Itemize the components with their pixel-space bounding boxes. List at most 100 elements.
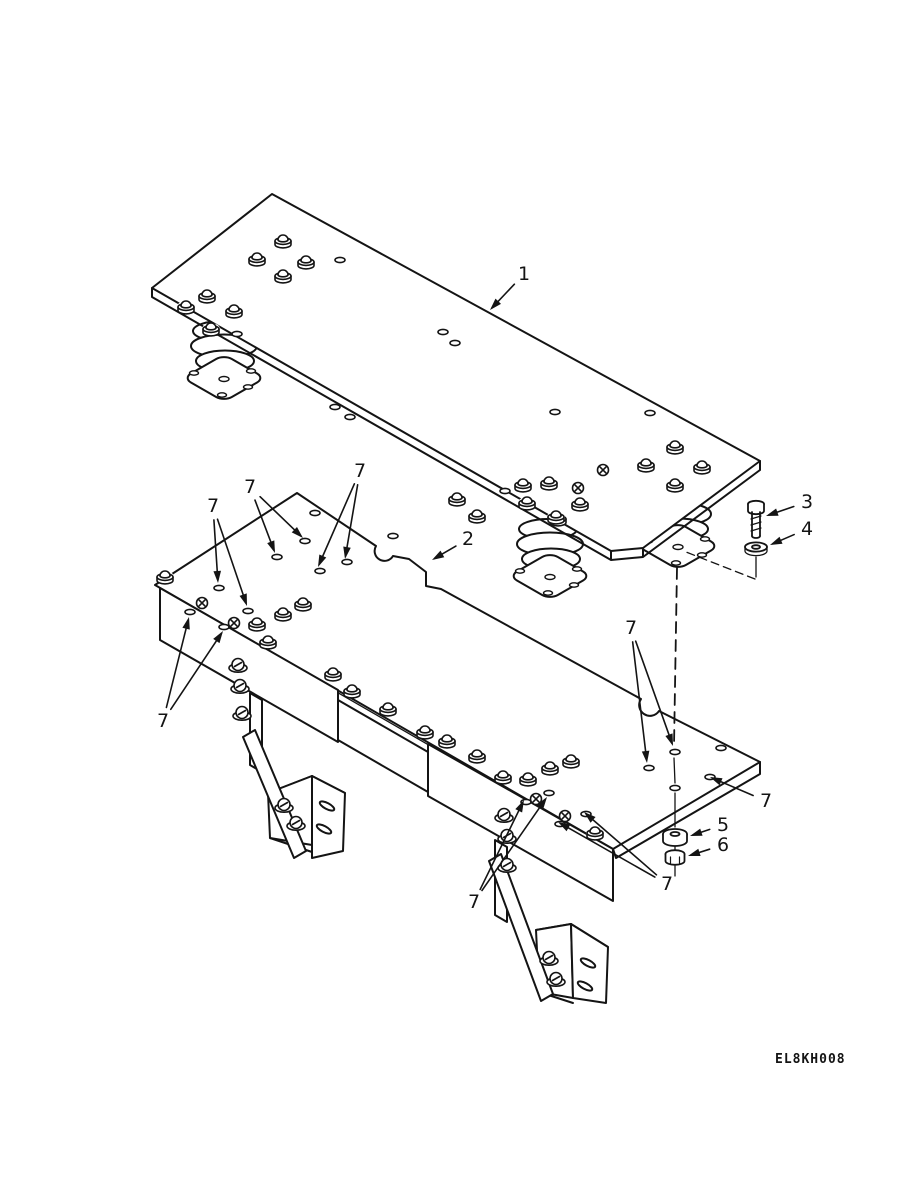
plate-hole <box>213 584 225 592</box>
callout-label: 7 <box>760 790 772 812</box>
cap-nut <box>323 667 343 682</box>
cap-nut <box>155 570 175 585</box>
plate-hole <box>549 408 561 416</box>
callout-label: 3 <box>801 491 813 513</box>
bolt-item-3 <box>747 499 765 539</box>
callout-label: 7 <box>244 476 256 498</box>
leader-line <box>318 483 356 566</box>
cap-nut <box>513 478 533 493</box>
plate-hole <box>643 764 655 772</box>
plate-hole <box>715 744 727 752</box>
leader-arrowhead <box>343 546 351 559</box>
leader-line <box>479 801 524 891</box>
leader-line <box>585 813 658 876</box>
cap-nut <box>378 702 398 717</box>
lower-plate-assembly <box>154 492 761 1004</box>
plate-hole <box>449 339 461 347</box>
cap-nut <box>467 509 487 524</box>
top-plate-thickness <box>151 287 761 561</box>
cap-nut <box>570 497 590 512</box>
callout-label: 7 <box>157 710 169 732</box>
leader-line <box>631 641 648 761</box>
leader-arrowhead <box>665 733 673 746</box>
plate-hole <box>437 328 449 336</box>
cap-nut <box>665 478 685 493</box>
plate-hole <box>184 608 196 616</box>
cap-nut <box>518 772 538 787</box>
leader-line <box>344 484 359 557</box>
callout-label: 6 <box>717 834 729 856</box>
phillips-screw <box>195 596 209 610</box>
plate-hole <box>543 789 555 797</box>
cap-nut <box>201 322 221 337</box>
leader-line <box>259 495 302 537</box>
cap-nut <box>273 234 293 249</box>
plate-hole <box>499 487 511 495</box>
cap-nut <box>342 684 362 699</box>
leader-arrowhead <box>584 812 596 823</box>
leader-line <box>634 640 673 744</box>
leader-arrowhead <box>432 550 445 560</box>
leader-arrowhead <box>710 777 723 786</box>
cap-nut <box>665 440 685 455</box>
nut-item-6 <box>664 849 686 866</box>
loose-hardware <box>662 499 768 877</box>
plate-hole <box>669 748 681 756</box>
cap-nut <box>467 749 487 764</box>
leader-arrowhead <box>770 536 783 545</box>
plate-hole <box>669 784 681 792</box>
cap-nut <box>493 770 513 785</box>
plate-hole <box>309 509 321 517</box>
leader-arrowhead <box>766 508 779 516</box>
front-wall-left <box>159 587 339 743</box>
cap-nut <box>585 826 605 841</box>
plate-hole <box>329 403 341 411</box>
plate-hole <box>341 558 353 566</box>
leader-arrowhead <box>515 800 524 813</box>
leader-line <box>165 619 190 709</box>
leader-arrowhead <box>213 631 223 644</box>
leader-line <box>169 632 223 711</box>
plate-hole <box>299 537 311 545</box>
plate-hole <box>644 409 656 417</box>
callout-label: 7 <box>661 873 673 895</box>
cap-nut <box>176 300 196 315</box>
leader-arrowhead <box>213 570 222 583</box>
cap-nut <box>447 492 467 507</box>
leader-line <box>481 798 547 892</box>
cap-nut <box>197 289 217 304</box>
cap-nut <box>296 255 316 270</box>
cap-nut <box>224 304 244 319</box>
leader-arrowhead <box>641 750 650 763</box>
cap-nut <box>636 458 656 473</box>
front-wall-right <box>427 743 614 902</box>
plate-hole <box>314 567 326 575</box>
callout-label: 7 <box>207 495 219 517</box>
phillips-screw <box>596 463 610 477</box>
leader-arrowhead <box>182 617 190 630</box>
cap-nut <box>258 635 278 650</box>
phillips-screw <box>227 616 241 630</box>
leader-arrowhead <box>291 526 303 538</box>
leader-arrowhead <box>558 822 571 832</box>
washer-item-5 <box>662 828 688 847</box>
callout-label: 5 <box>717 814 729 836</box>
plate-hole <box>334 256 346 264</box>
cap-nut <box>517 496 537 511</box>
callout-label: 2 <box>462 528 474 550</box>
figure-code: EL8KH008 <box>775 1052 846 1067</box>
leader-arrowhead <box>490 298 502 310</box>
plate-hole <box>387 532 399 540</box>
cap-nut <box>539 476 559 491</box>
leader-line <box>213 519 219 581</box>
plate-hole <box>231 330 243 338</box>
leader-arrowhead <box>318 554 327 567</box>
washer-item-4 <box>744 541 768 557</box>
phillips-screw <box>571 481 585 495</box>
cap-nut <box>546 510 566 525</box>
callout-label: 1 <box>518 263 530 285</box>
cap-nut <box>273 607 293 622</box>
leader-line <box>559 822 656 878</box>
leader-arrowhead <box>239 593 247 606</box>
